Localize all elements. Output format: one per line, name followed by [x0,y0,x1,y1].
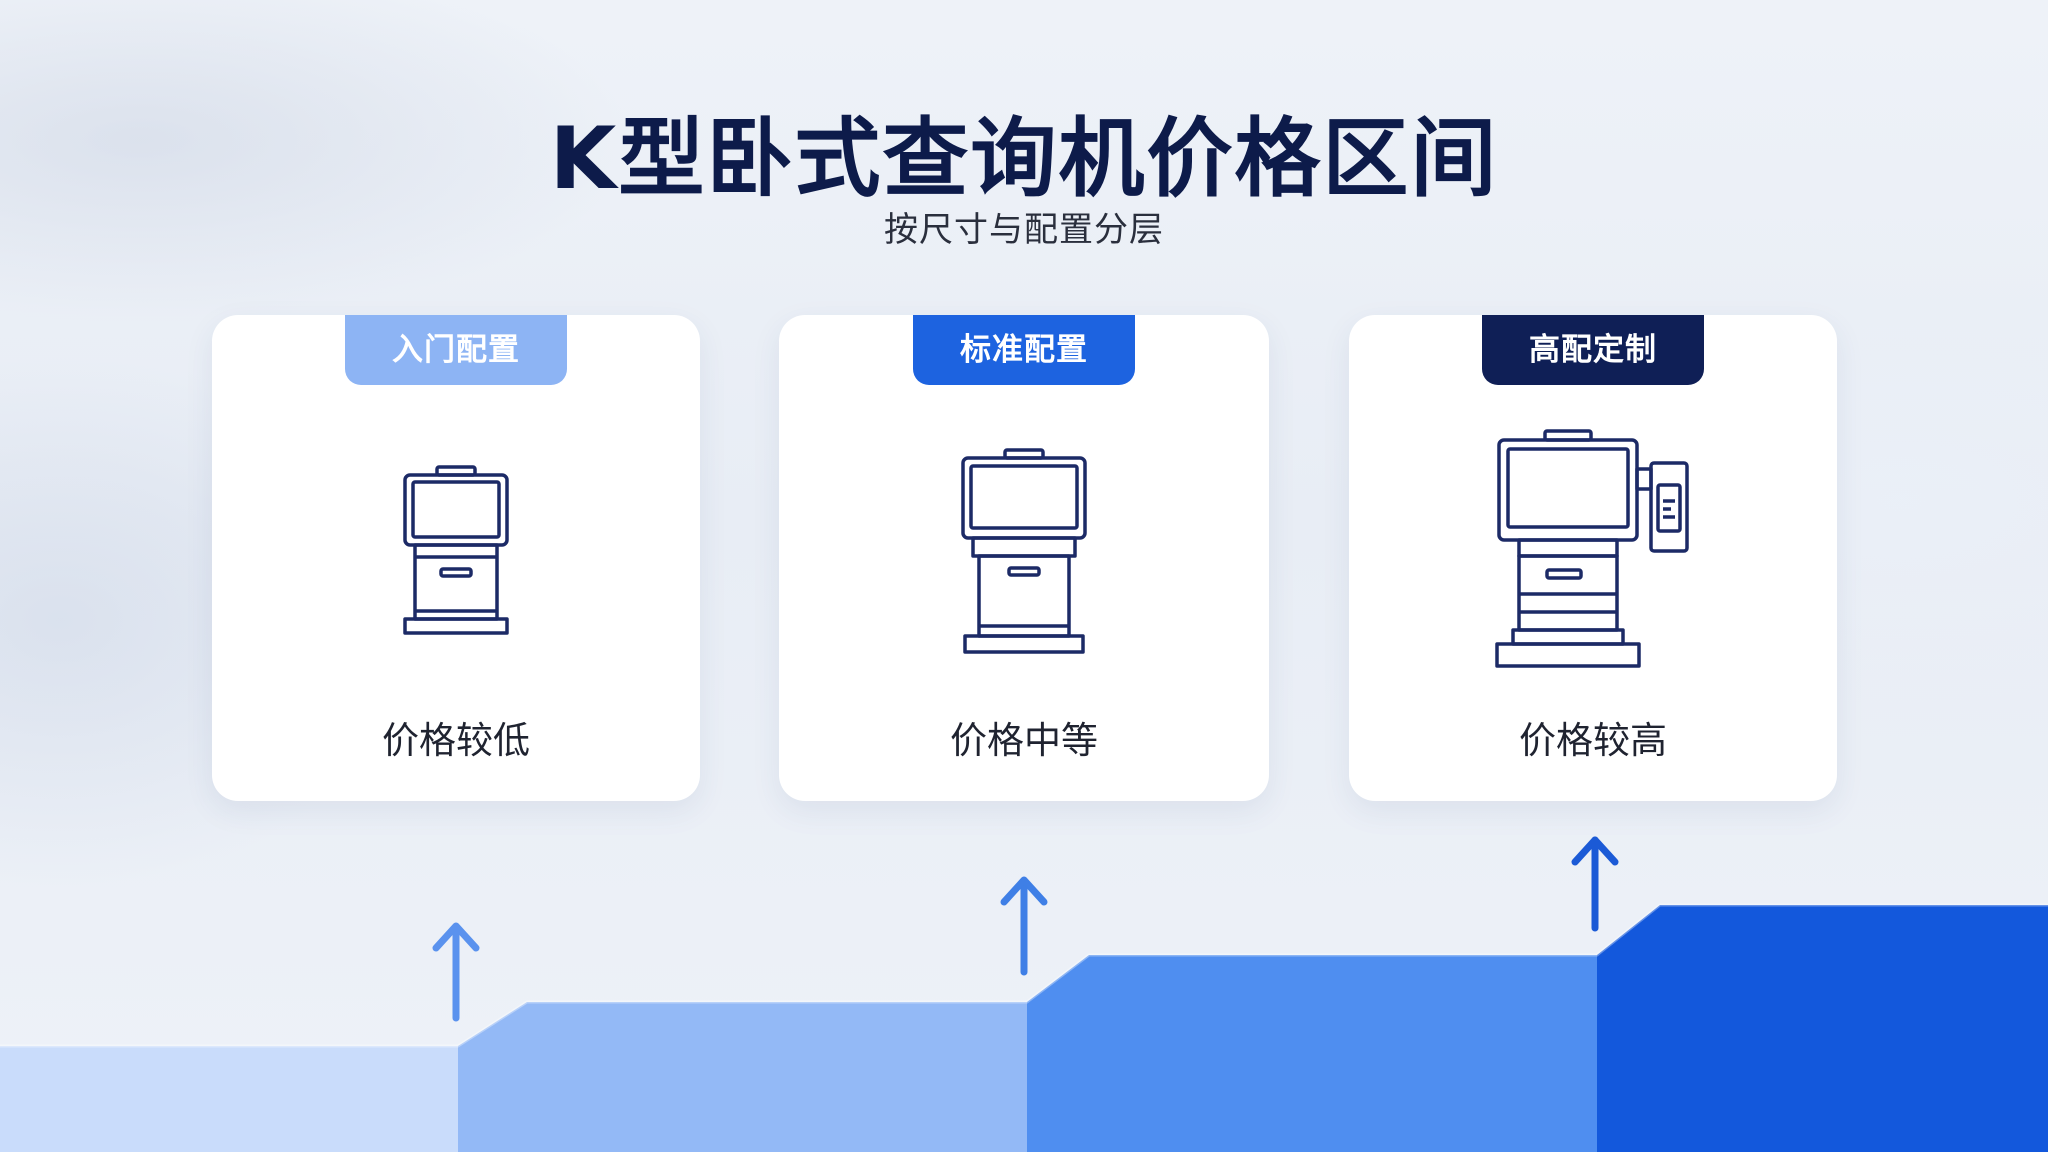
tier-card-custom: 高配定制 价格较高 [1349,315,1837,801]
tier-card-entry: 入门配置 价格较低 [212,315,700,801]
step-3 [1027,955,1597,1152]
standard-kiosk-icon [779,448,1269,654]
tier-price: 价格较高 [1519,719,1667,762]
arrow-up-icon [1000,876,1048,976]
tier-card-standard: 标准配置 价格中等 [779,315,1269,801]
tier-badge: 标准配置 [913,315,1135,385]
step-2 [458,1002,1027,1152]
tier-price: 价格中等 [950,719,1098,762]
step-4 [1597,905,2048,1152]
page-title: K型卧式查询机价格区间 [549,109,1499,209]
arrow-up-icon [432,922,480,1022]
step-1 [0,1046,458,1152]
tier-badge: 高配定制 [1482,315,1704,385]
tier-price: 价格较低 [382,719,530,762]
tier-badge: 入门配置 [345,315,567,385]
custom-kiosk-with-scanner-icon [1349,429,1837,669]
small-kiosk-icon [212,465,700,635]
arrow-up-icon [1571,836,1619,932]
page-subtitle: 按尺寸与配置分层 [884,210,1164,250]
